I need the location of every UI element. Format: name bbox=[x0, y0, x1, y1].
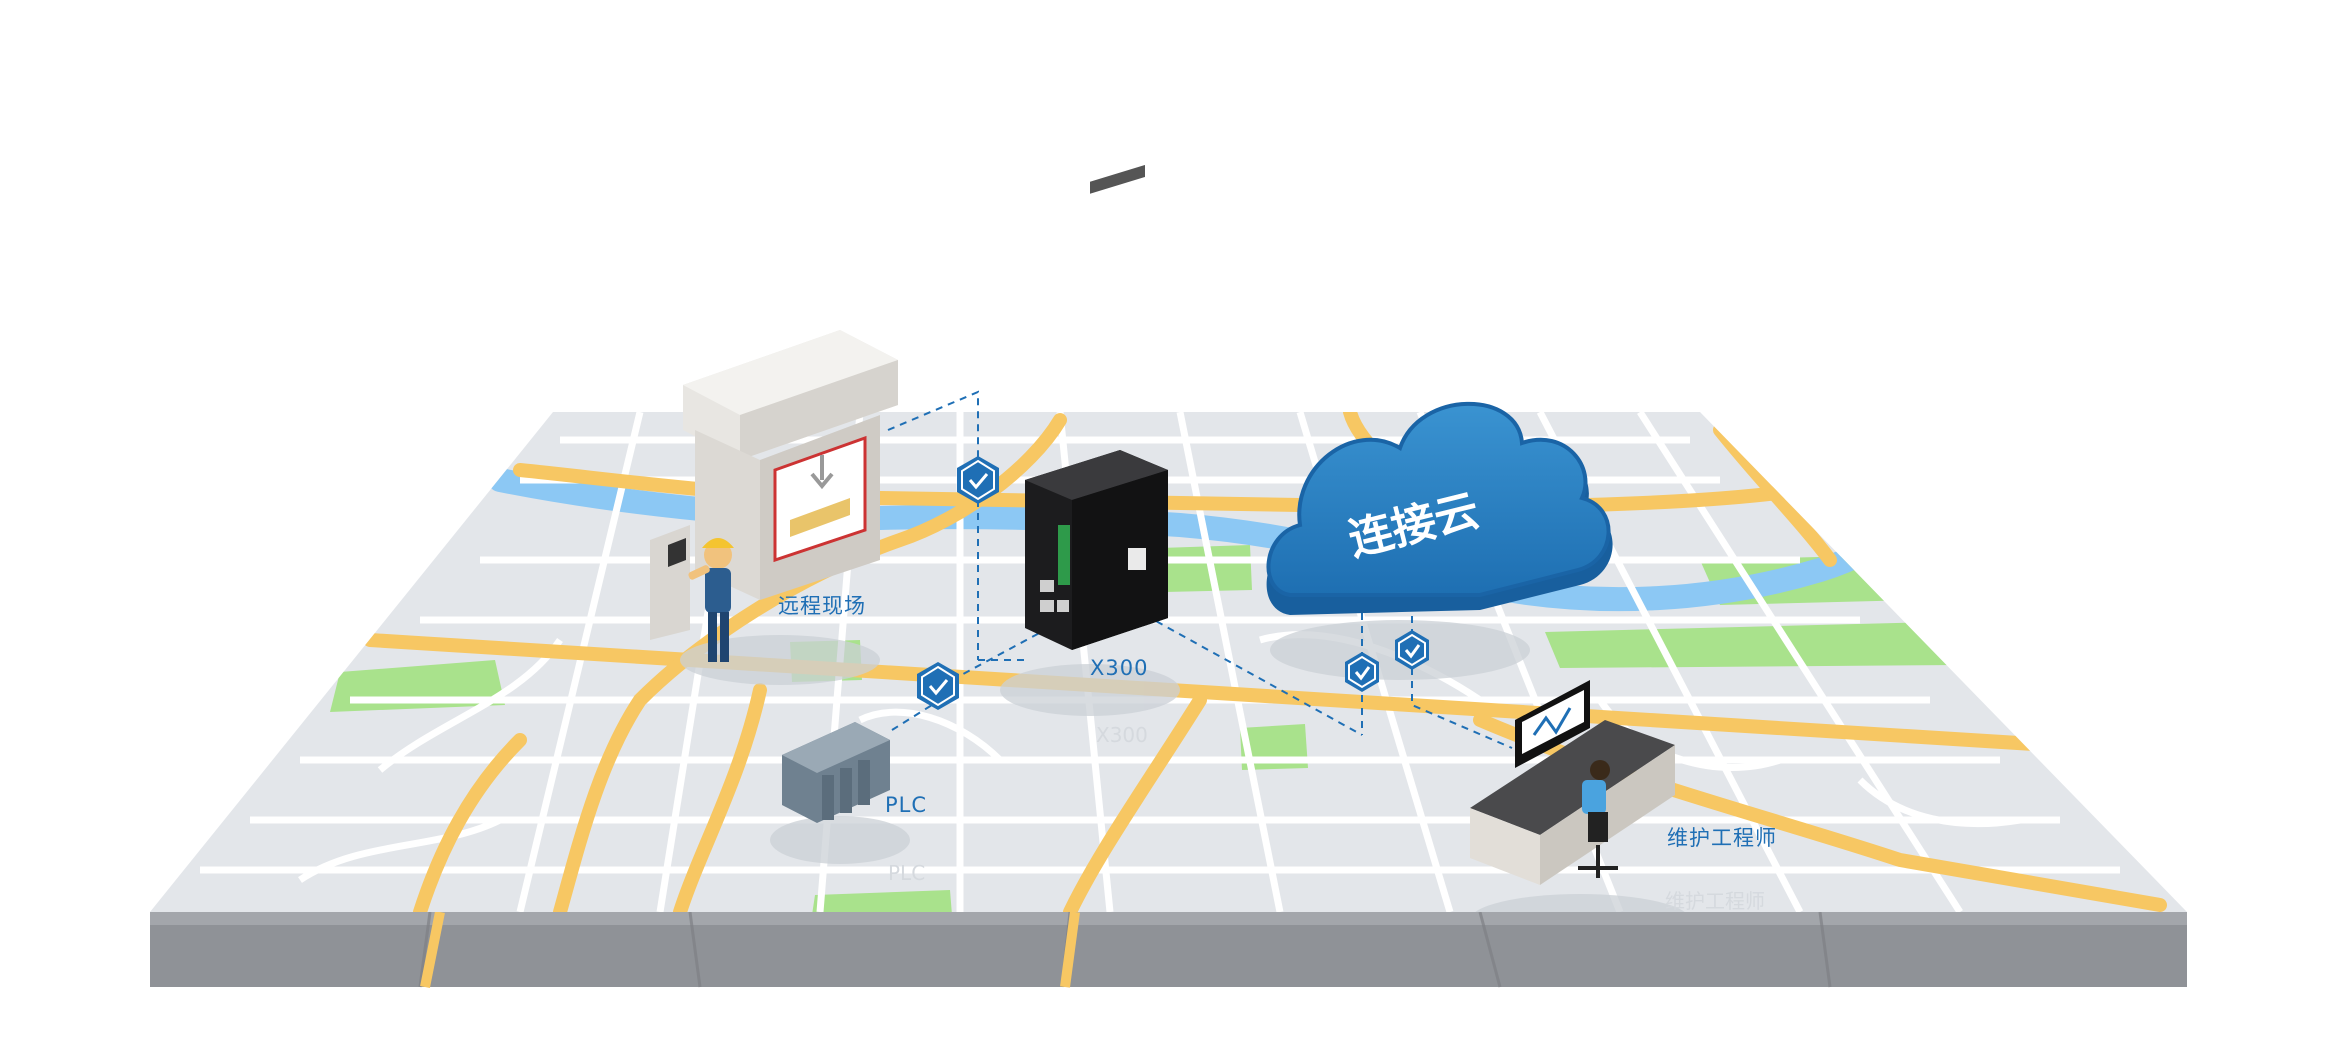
engineer-label: 维护工程师 bbox=[1667, 822, 1777, 852]
router-device-icon bbox=[1025, 165, 1168, 650]
city-map bbox=[150, 412, 2187, 946]
router-label: X300 bbox=[1090, 656, 1148, 680]
plc-label: PLC bbox=[885, 793, 927, 817]
svg-text:PLC: PLC bbox=[888, 861, 925, 885]
map-slab-side bbox=[150, 912, 2187, 987]
svg-text:X300: X300 bbox=[1096, 723, 1148, 747]
svg-text:维护工程师: 维护工程师 bbox=[1665, 889, 1765, 913]
remote-site-label: 远程现场 bbox=[778, 590, 866, 620]
